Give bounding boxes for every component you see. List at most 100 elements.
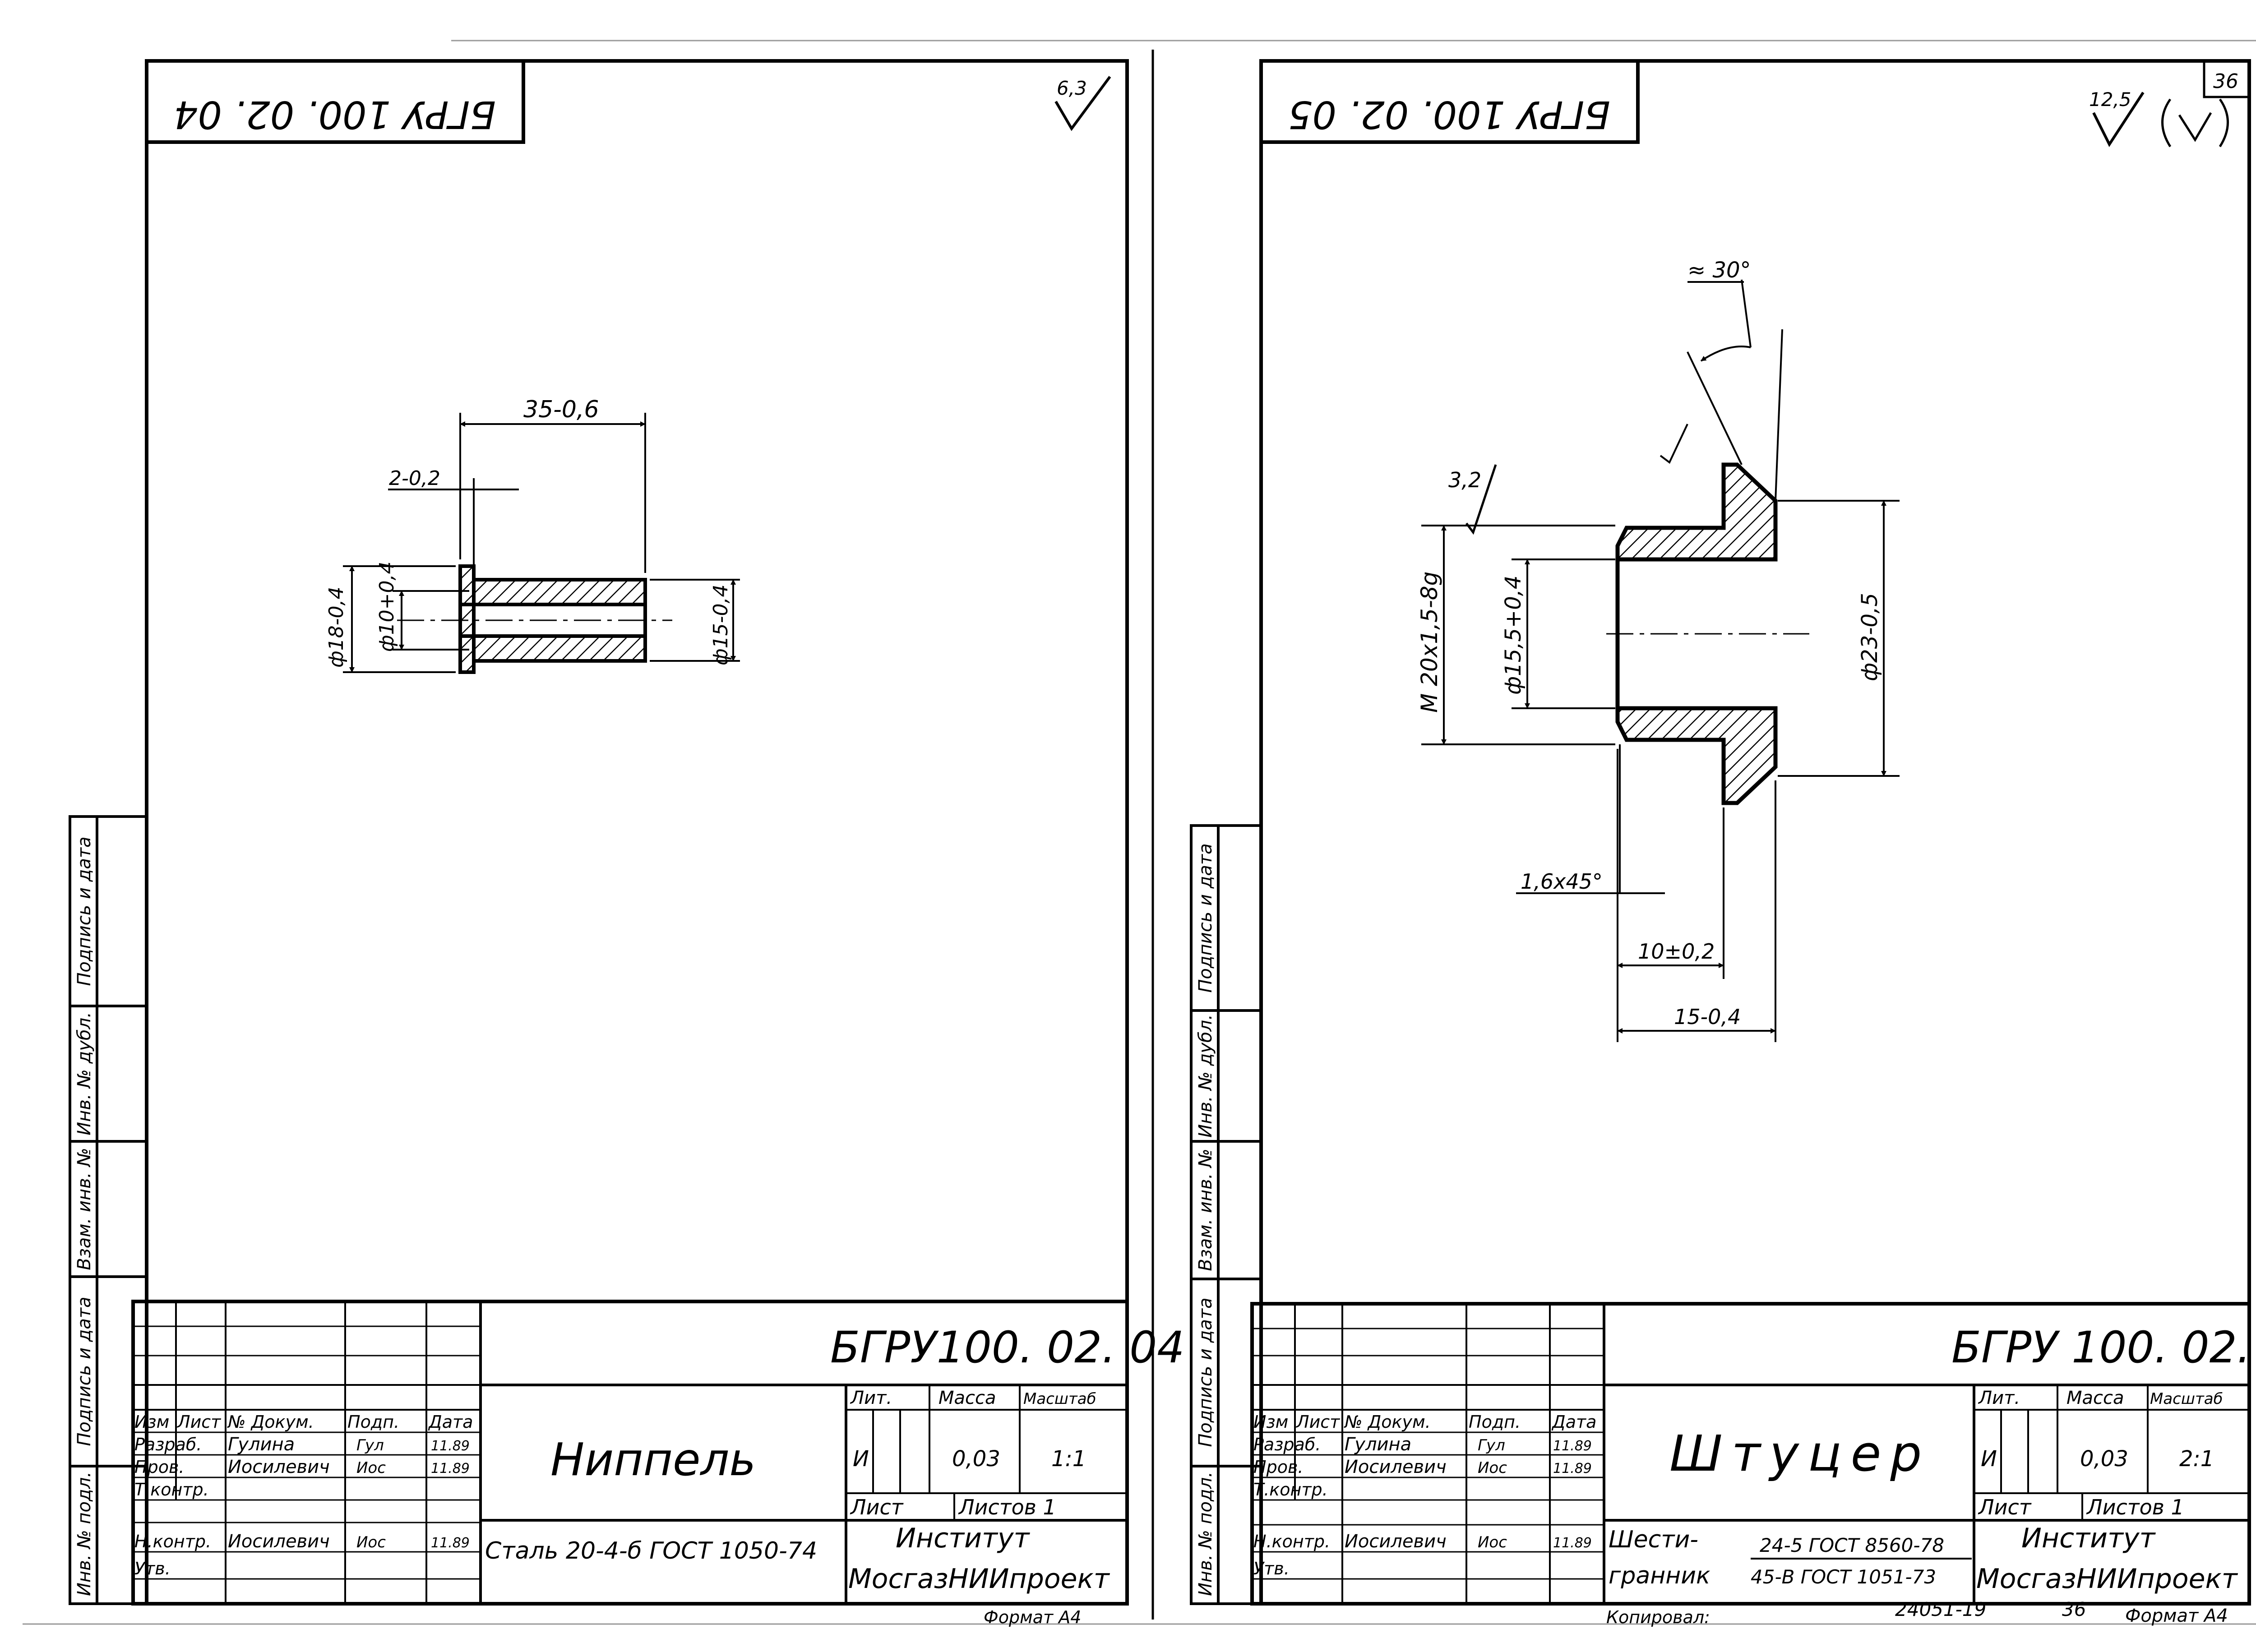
dim-fitting-thread: М 20х1,5-8g	[1416, 572, 1442, 713]
dim-fitting-len-total: 15-0,4	[1674, 1005, 1741, 1029]
left-strip-label-1: Подпись и дата	[74, 836, 95, 986]
left-row-name-1: Гулина	[228, 1434, 295, 1455]
right-header-date: Дата	[1551, 1412, 1596, 1432]
right-strip-label-4: Подпись и дата	[1195, 1297, 1216, 1447]
left-row-role-3: Т.контр.	[134, 1480, 209, 1500]
right-org-line2: МосгазНИИпроект	[1976, 1563, 2238, 1595]
right-mirrored-code: БГРУ 100. 02. 05	[1288, 92, 1610, 137]
right-sheets-label: Листов 1	[2086, 1495, 2184, 1519]
left-header-izm: Изм	[134, 1412, 169, 1432]
right-mirrored-stamp: БГРУ 100. 02. 05	[1259, 59, 1640, 144]
left-roughness-value: 6,3	[1057, 77, 1087, 99]
left-org-line1: Институт	[896, 1523, 1031, 1554]
right-row-date-2: 11.89	[1553, 1461, 1592, 1477]
dim-nipple-inner: ф10+0,4	[375, 562, 398, 652]
right-row-date-1: 11.89	[1553, 1438, 1592, 1454]
left-strip-label-4: Подпись и дата	[74, 1297, 95, 1446]
left-mass-value: 0,03	[952, 1446, 1000, 1472]
right-order-number: 24051-19	[1895, 1598, 1986, 1620]
right-mass-value: 0,03	[2080, 1446, 2128, 1472]
right-roughness-icon: 12,5	[2089, 88, 2229, 148]
right-page-bottom: 36	[2062, 1598, 2086, 1620]
right-header-doc: № Докум.	[1344, 1412, 1431, 1432]
dim-fitting-bore: ф15,5+0,4	[1501, 576, 1526, 695]
right-lit-label: Лит.	[1978, 1388, 2020, 1408]
left-scale-value: 1:1	[1051, 1446, 1086, 1472]
left-header-list: Лист	[176, 1412, 222, 1432]
left-row-date-1: 11.89	[431, 1438, 470, 1454]
left-strip-label-5: Инв. № подл.	[74, 1472, 95, 1596]
right-row-name-2: Иосилевич	[1345, 1457, 1447, 1477]
left-title-block: БГРУ100. 02. 04 Изм Лист № Докум. Подп. …	[131, 1300, 1184, 1627]
right-title-block: БГРУ 100. 02. 05 Изм Лист № Докум. Подп.…	[1250, 1302, 2256, 1627]
left-mirrored-stamp: БГРУ 100. 02. 04	[145, 59, 525, 144]
right-sheet: БГРУ 100. 02. 05 36 12,5	[1190, 59, 2256, 1627]
left-lit-value: И	[853, 1446, 869, 1472]
right-lit-value: И	[1981, 1446, 1997, 1472]
right-scale-value: 2:1	[2179, 1446, 2214, 1472]
dim-nipple-outer: ф15-0,4	[709, 585, 732, 665]
right-row-role-5: Утв.	[1253, 1559, 1290, 1578]
right-mass-label: Масса	[2066, 1388, 2124, 1408]
right-strip-label-3: Взам. инв. №	[1195, 1149, 1216, 1271]
right-header-sign: Подп.	[1469, 1412, 1521, 1432]
right-page-number: 36	[2213, 70, 2238, 93]
left-row-sign-4: Иос	[356, 1533, 386, 1551]
right-material-b: гранник	[1609, 1562, 1710, 1589]
right-scale-label: Масштаб	[2150, 1390, 2223, 1408]
left-row-role-4: Н.контр.	[134, 1532, 211, 1551]
left-strip-label-3: Взам. инв. №	[74, 1148, 95, 1270]
left-part-name: Ниппель	[550, 1433, 756, 1486]
right-row-name-1: Гулина	[1345, 1434, 1411, 1455]
dim-fitting-roughness-local: 3,2	[1448, 468, 1481, 492]
right-page-number-box: 36	[2203, 60, 2251, 98]
left-lit-label: Лит.	[850, 1388, 892, 1408]
left-row-date-4: 11.89	[431, 1535, 470, 1551]
right-row-date-4: 11.89	[1553, 1535, 1592, 1551]
right-copied-label: Копировал:	[1606, 1607, 1710, 1627]
left-mass-label: Масса	[938, 1388, 996, 1408]
dim-nipple-flange: ф18-0,4	[325, 587, 348, 668]
left-side-strip: Подпись и дата Инв. № дубл. Взам. инв. №…	[69, 815, 148, 1605]
right-row-sign-4: Иос	[1478, 1533, 1507, 1551]
left-row-date-2: 11.89	[431, 1461, 470, 1477]
dim-fitting-chamfer: 1,6х45°	[1521, 869, 1603, 894]
left-row-sign-2: Иос	[356, 1459, 386, 1477]
right-material-c: 24-5 ГОСТ 8560-78	[1760, 1534, 1944, 1556]
right-designation: БГРУ 100. 02. 05	[1951, 1322, 2256, 1373]
right-row-role-3: Т.контр.	[1253, 1480, 1328, 1500]
nipple-part: 35-0,6 2-0,2 ф18-0,4 ф10+0,4 ф15-0,4	[325, 396, 740, 674]
dim-nipple-chamfer: 2-0,2	[389, 467, 440, 490]
left-designation: БГРУ100. 02. 04	[830, 1322, 1184, 1373]
dim-fitting-outer: ф23-0,5	[1857, 593, 1882, 681]
right-row-role-1: Разраб.	[1253, 1435, 1321, 1454]
left-row-role-5: Утв.	[134, 1559, 171, 1578]
left-row-role-1: Разраб.	[134, 1435, 202, 1454]
left-row-name-2: Иосилевич	[228, 1457, 330, 1477]
left-strip-label-2: Инв. № дубл.	[74, 1012, 95, 1135]
left-sheet: БГРУ 100. 02. 04 6,3 35-0,6	[69, 59, 1184, 1627]
left-material: Сталь 20-4-б ГОСТ 1050-74	[485, 1537, 817, 1564]
dim-nipple-length: 35-0,6	[523, 396, 599, 423]
right-header-list: Лист	[1295, 1412, 1341, 1432]
right-header-izm: Изм	[1253, 1412, 1288, 1432]
fitting-part: ≈ 30° 3,2 М 20х1,5-8g ф15,5+0,4 ф23-0,5	[1416, 258, 1900, 1042]
left-org-line2: МосгазНИИпроект	[848, 1563, 1110, 1595]
left-row-name-4: Иосилевич	[228, 1531, 330, 1552]
left-row-sign-1: Гул	[356, 1436, 384, 1454]
right-org-line1: Институт	[2021, 1523, 2156, 1554]
right-row-role-2: Пров.	[1253, 1457, 1303, 1477]
right-strip-label-5: Инв. № подл.	[1195, 1472, 1216, 1596]
left-header-date: Дата	[428, 1412, 473, 1432]
left-header-doc: № Докум.	[227, 1412, 314, 1432]
right-row-sign-2: Иос	[1478, 1459, 1507, 1477]
left-sheets-label: Листов 1	[958, 1495, 1056, 1519]
right-material-d: 45-В ГОСТ 1051-73	[1751, 1566, 1936, 1588]
left-sheet-label: Лист	[850, 1495, 904, 1519]
right-strip-label-2: Инв. № дубл.	[1195, 1014, 1216, 1138]
right-material-a: Шести-	[1609, 1526, 1698, 1553]
dim-fitting-angle: ≈ 30°	[1687, 258, 1751, 283]
right-strip-label-1: Подпись и дата	[1195, 843, 1216, 992]
right-part-name: Штуцер	[1669, 1425, 1931, 1482]
